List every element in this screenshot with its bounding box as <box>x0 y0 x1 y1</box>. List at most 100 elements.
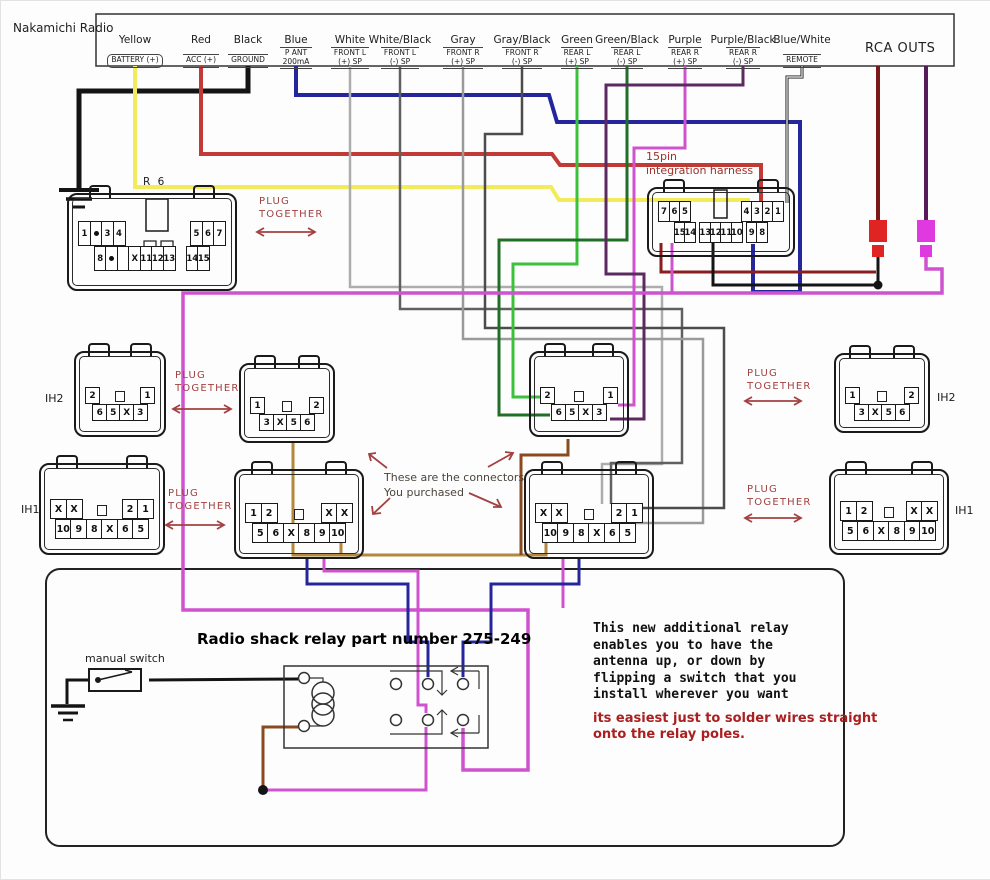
pin-cell: X <box>101 519 119 539</box>
plug-arrow-ih1-right <box>743 513 803 523</box>
connector-tab <box>193 185 216 198</box>
pin-cell: 1 <box>140 387 155 404</box>
latch-details <box>143 189 728 249</box>
harness15-label: 15pin integration harness <box>646 150 754 177</box>
pin-cell: 3 <box>591 404 607 421</box>
connector-tab <box>126 455 149 468</box>
connector-tab <box>251 461 274 474</box>
connector-tab <box>541 461 564 474</box>
relay-terminal <box>297 671 311 685</box>
wire-ih1-pin9-magenta <box>322 559 428 713</box>
pin-cell: X <box>550 503 568 523</box>
ih2-right-label: IH2 <box>937 391 956 404</box>
pin-cell: 1 <box>626 503 643 523</box>
wire-frontR-gray <box>461 66 705 525</box>
pin-cell: X <box>921 501 938 521</box>
solder-tip-note: its easiest just to solder wires straigh… <box>593 711 878 742</box>
pin-cell: X <box>336 503 353 523</box>
relay-terminal <box>421 713 435 727</box>
pin-cell: X <box>588 523 606 543</box>
wire-frontR-grayblack <box>483 66 726 510</box>
pin-cell: 14 <box>684 222 697 243</box>
pin-cell: 6 <box>668 201 681 222</box>
wire-tan-link <box>291 443 548 557</box>
pin-cell: 5 <box>679 201 691 222</box>
pin-cell: 2 <box>855 501 873 521</box>
pin-cell: X <box>320 503 338 523</box>
pin-cell: 1 <box>245 503 262 523</box>
wire-frontL-whiteblack <box>398 66 684 504</box>
wire-rearR-purpleblack <box>604 66 745 421</box>
relay-section-box <box>45 568 845 847</box>
pin-cell: 5 <box>619 523 637 543</box>
pin-cell: 2 <box>904 387 919 404</box>
radio-pin-label-black: Black GROUND <box>213 34 283 68</box>
plug-together-note: PLUG TOGETHER <box>168 488 233 512</box>
ih2-left-label: IH2 <box>45 392 64 405</box>
latch-icon <box>115 391 125 402</box>
pin-cell: 15 <box>673 222 686 243</box>
rca-plugs <box>258 220 935 795</box>
pin-cell: 9 <box>557 523 575 543</box>
rca-plug-red-icon <box>869 220 887 242</box>
pin-cell: 15 <box>197 246 211 271</box>
wire-coil-brown <box>261 725 298 788</box>
pin-cell <box>124 221 192 246</box>
connector-tab <box>756 179 779 192</box>
pin-cell: 8 <box>888 521 906 541</box>
pin-cell: X <box>65 499 83 519</box>
pin-cell: 6 <box>894 404 910 421</box>
pin-cell: 2 <box>85 387 100 404</box>
pin-cell: 8 <box>85 519 103 539</box>
rca-plug-red-tip-icon <box>872 245 884 257</box>
pin-cell: 10 <box>54 519 72 539</box>
wire-ih1mid-pin8-blue <box>461 559 581 677</box>
pin-cell: 6 <box>603 523 621 543</box>
connector-tab <box>614 461 637 474</box>
relay-explanation-note: This new additional relay enables you to… <box>593 621 797 702</box>
connector-tab <box>129 343 152 356</box>
plug-arrow-ih2-right <box>743 396 803 406</box>
wire-rearL-green <box>511 66 579 399</box>
pin-cell: X <box>50 499 67 519</box>
radio-pin-label-purpleblack: Purple/Black REAR R(-) SP <box>708 34 778 69</box>
connector-tab <box>663 179 686 192</box>
latch-icon <box>574 391 584 402</box>
pin-cell: 1 <box>137 499 154 519</box>
radio-pin-label-greenblack: Green/Black REAR L(-) SP <box>592 34 662 69</box>
plug-together-note: PLUG TOGETHER <box>175 370 240 394</box>
wire-antenna-magenta-long <box>181 255 944 772</box>
pin-cell: 10 <box>730 222 743 243</box>
connector-tab <box>544 343 567 356</box>
pin-cell: 6 <box>267 523 285 543</box>
wire-harness11-black <box>711 243 874 287</box>
pin-cell: 2 <box>121 499 139 519</box>
pin-cell: 7 <box>213 221 226 246</box>
pin-cell: 9 <box>903 521 921 541</box>
pin-cell: 8 <box>298 523 316 543</box>
pin-cell: X <box>535 503 552 523</box>
plug-arrow-r6 <box>255 227 317 237</box>
wire-relay-down-magenta <box>267 727 428 792</box>
wire-pant-blue <box>294 66 802 294</box>
pin-cell <box>690 201 743 222</box>
connectors-note-arrows <box>367 451 515 516</box>
relay-terminal <box>456 677 470 691</box>
wire-ground <box>76 66 251 188</box>
pin-cell: 2 <box>260 503 278 523</box>
pin-cell: 6 <box>116 519 134 539</box>
radio-pin-label-whiteblack: White/Black FRONT L(-) SP <box>365 34 435 69</box>
pin-cell: 2 <box>309 397 324 414</box>
pin-cell: 6 <box>857 521 875 541</box>
pin-cell: 10 <box>919 521 937 541</box>
pin-cell: 5 <box>564 404 580 421</box>
wire-battery-yellow <box>133 66 750 202</box>
wire-remote-bluewhite <box>786 66 803 203</box>
annotation-arrows <box>164 227 803 530</box>
